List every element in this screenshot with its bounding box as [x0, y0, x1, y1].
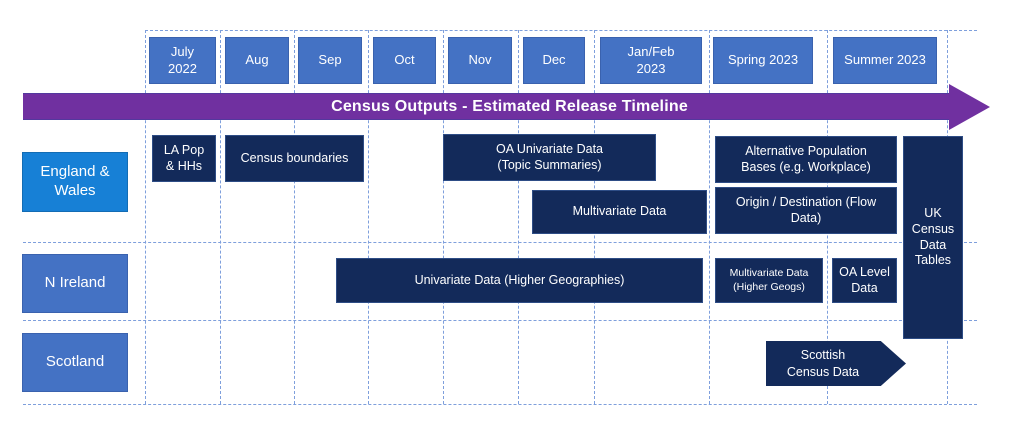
row-label-england-wales: England & Wales [22, 152, 128, 212]
period-spring-2023: Spring 2023 [713, 37, 813, 84]
grid-line-horizontal [23, 320, 977, 321]
row-label-n-ireland: N Ireland [22, 254, 128, 313]
release-univariate-higher-geographies: Univariate Data (Higher Geographies) [336, 258, 703, 303]
grid-line-vertical [145, 30, 146, 404]
period-sep: Sep [298, 37, 362, 84]
grid-line-vertical [294, 30, 295, 404]
release-multivariate-higher-geogs: Multivariate Data (Higher Geogs) [715, 258, 823, 303]
grid-line-horizontal [23, 242, 977, 243]
release-alternative-population-bases: Alternative Population Bases (e.g. Workp… [715, 136, 897, 183]
timeline-banner-title: Census Outputs - Estimated Release Timel… [331, 97, 688, 115]
release-scottish-census-data: Scottish Census Data [766, 341, 906, 386]
period-jan-feb-2023: Jan/Feb 2023 [600, 37, 702, 84]
period-summer-2023: Summer 2023 [833, 37, 937, 84]
grid-line-vertical [443, 30, 444, 404]
period-aug: Aug [225, 37, 289, 84]
grid-line-vertical [220, 30, 221, 404]
timeline-arrowhead-icon [949, 84, 990, 130]
period-july-2022: July 2022 [149, 37, 216, 84]
period-oct: Oct [373, 37, 436, 84]
grid-line-horizontal [145, 30, 977, 31]
period-dec: Dec [523, 37, 585, 84]
timeline-banner: Census Outputs - Estimated Release Timel… [23, 93, 950, 120]
release-multivariate-data: Multivariate Data [532, 190, 707, 234]
release-la-pop-hhs: LA Pop & HHs [152, 135, 216, 182]
grid-line-vertical [518, 30, 519, 404]
row-label-scotland: Scotland [22, 333, 128, 392]
release-oa-univariate-data: OA Univariate Data (Topic Summaries) [443, 134, 656, 181]
release-census-boundaries: Census boundaries [225, 135, 364, 182]
release-oa-level-data: OA Level Data [832, 258, 897, 303]
release-origin-destination: Origin / Destination (Flow Data) [715, 187, 897, 234]
release-uk-census-data-tables: UK Census Data Tables [903, 136, 963, 339]
period-nov: Nov [448, 37, 512, 84]
grid-line-horizontal [23, 404, 977, 405]
grid-line-vertical [709, 30, 710, 404]
grid-line-vertical [368, 30, 369, 404]
